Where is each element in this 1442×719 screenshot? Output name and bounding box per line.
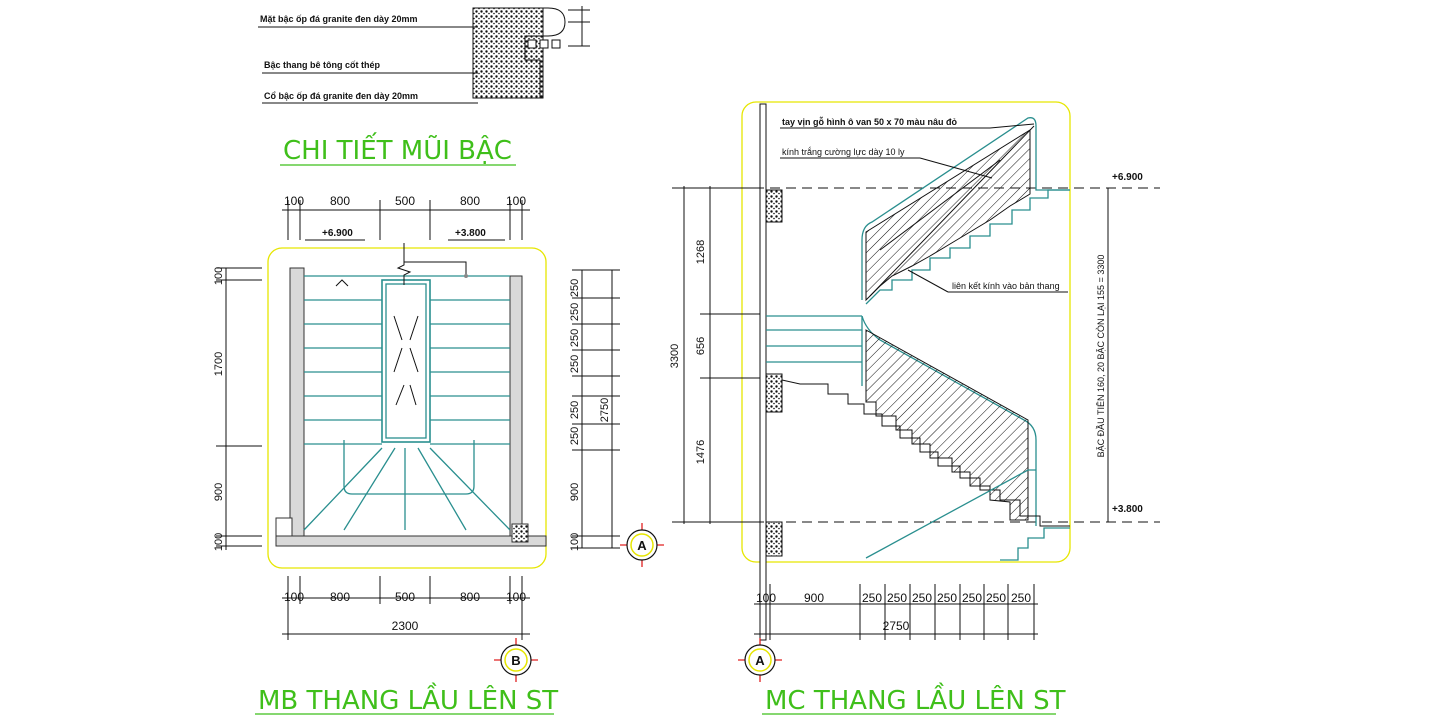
plan-left-dim-1: 100: [213, 267, 225, 285]
section-wall: [759, 103, 767, 641]
detail-note-3: Cổ bậc ốp đá granite đen dày 20mm: [264, 91, 418, 101]
nosing-groove-3: [551, 39, 561, 49]
section-bottom-dim-5: 250: [912, 591, 932, 605]
section-beam-middle: [765, 373, 783, 413]
plan-wall-bottom: [275, 535, 547, 547]
section-lower-flight-hatch: [865, 329, 1029, 521]
section-left-dim-2: 656: [695, 337, 707, 355]
section-lower-steps: [781, 379, 1070, 527]
plan-bottom-dim-1: 100: [284, 590, 304, 604]
plan-right-dim-4: 250: [569, 355, 581, 373]
plan-bottom-dim-3: 500: [395, 590, 415, 604]
plan-stair-well: [381, 279, 431, 443]
section-level-lower: +3.800: [1112, 504, 1143, 515]
plan-frame: [267, 247, 547, 569]
plan-left-dim-2: 1700: [213, 352, 225, 376]
plan-bottom-dim-2: 800: [330, 590, 350, 604]
plan-top-dim-2: 800: [330, 194, 350, 208]
plan-right-dim-6: 250: [569, 427, 581, 445]
nosing-groove-2: [539, 39, 549, 49]
detail-note-1: Mặt bậc ốp đá granite đen dày 20mm: [260, 14, 418, 24]
plan-level-lower: +3.800: [455, 228, 486, 239]
plan-bottom-total: 2300: [392, 619, 419, 633]
stair-section: +6.900 +3.800 tay vịn gỗ hình ô van 50 x…: [669, 101, 1160, 716]
plan-column-left: [275, 517, 293, 537]
plan-top-dim-5: 100: [506, 194, 526, 208]
detail-note-2: Bậc thang bê tông cốt thép: [264, 60, 381, 70]
plan-left-dim-3: 900: [213, 483, 225, 501]
section-left-dim-1: 1268: [695, 240, 707, 264]
plan-right-dim-1: 250: [569, 279, 581, 297]
plan-top-dim-3: 500: [395, 194, 415, 208]
section-left-total: 3300: [669, 344, 681, 368]
plan-top-dim-1: 100: [284, 194, 304, 208]
plan-marker-b-label: B: [511, 653, 520, 668]
section-bottom-dim-7: 250: [962, 591, 982, 605]
nosing-section-hatch: [472, 7, 544, 99]
section-bottom-total: 2750: [883, 619, 910, 633]
section-bottom-dim-4: 250: [887, 591, 907, 605]
section-note-handrail: tay vịn gỗ hình ô van 50 x 70 màu nâu đỏ: [782, 117, 958, 127]
plan-stair-well-inner: [385, 283, 427, 439]
section-title: MC THANG LẦU LÊN ST: [765, 681, 1066, 716]
detail-title: CHI TIẾT MŨI BẬC: [283, 131, 512, 166]
plan-left-dim-4: 100: [213, 533, 225, 551]
plan-section-marker-b: B: [494, 638, 538, 682]
plan-section-marker-a: A: [620, 523, 664, 567]
plan-right-dim-8: 100: [569, 533, 581, 551]
plan-bottom-dim-4: 800: [460, 590, 480, 604]
section-beam-upper: [765, 189, 783, 223]
nosing-detail: Mặt bậc ốp đá granite đen dày 20mm Bậc t…: [258, 6, 590, 166]
plan-marker-a-label: A: [637, 538, 647, 553]
section-frame: [741, 101, 1071, 563]
plan-treads: [304, 299, 510, 445]
plan-right-dim-3: 250: [569, 329, 581, 347]
section-bottom-dim-3: 250: [862, 591, 882, 605]
section-left-dim-3: 1476: [695, 440, 707, 464]
section-bottom-dim-2: 900: [804, 591, 824, 605]
plan-wall-left: [289, 267, 305, 537]
section-beam-lower: [765, 521, 783, 557]
plan-right-dim-5: 250: [569, 401, 581, 419]
section-level-upper: +6.900: [1112, 172, 1143, 183]
plan-right-total: 2750: [599, 398, 611, 422]
plan-top-dim-4: 800: [460, 194, 480, 208]
plan-right-dim-7: 900: [569, 483, 581, 501]
nosing-groove-1: [527, 39, 537, 49]
plan-title: MB THANG LẦU LÊN ST: [258, 681, 558, 716]
section-bottom-dim-1: 100: [756, 591, 776, 605]
section-right-note: BẬC ĐẦU TIÊN 160, 20 BẬC CÒN LẠI 155 = 3…: [1096, 255, 1106, 458]
section-note-glass-joint: liên kết kính vào bản thang: [952, 281, 1060, 291]
section-upper-steps: [865, 189, 1070, 305]
plan-wall-right: [509, 275, 523, 537]
plan-level-upper: +6.900: [322, 228, 353, 239]
plan-bottom-dim-5: 100: [506, 590, 526, 604]
section-marker-a-label: A: [755, 653, 765, 668]
section-bottom-dim-8: 250: [986, 591, 1006, 605]
plan-right-dim-2: 250: [569, 303, 581, 321]
plan-column-right: [511, 523, 529, 543]
section-note-glass: kính trắng cường lực dày 10 ly: [782, 147, 905, 157]
section-bottom-dim-9: 250: [1011, 591, 1031, 605]
stair-plan: 100 800 500 800 100 +6.900 +3.800: [213, 194, 664, 716]
section-marker-a: A: [738, 638, 782, 682]
section-bottom-dim-6: 250: [937, 591, 957, 605]
nosing-profile: [473, 7, 566, 98]
